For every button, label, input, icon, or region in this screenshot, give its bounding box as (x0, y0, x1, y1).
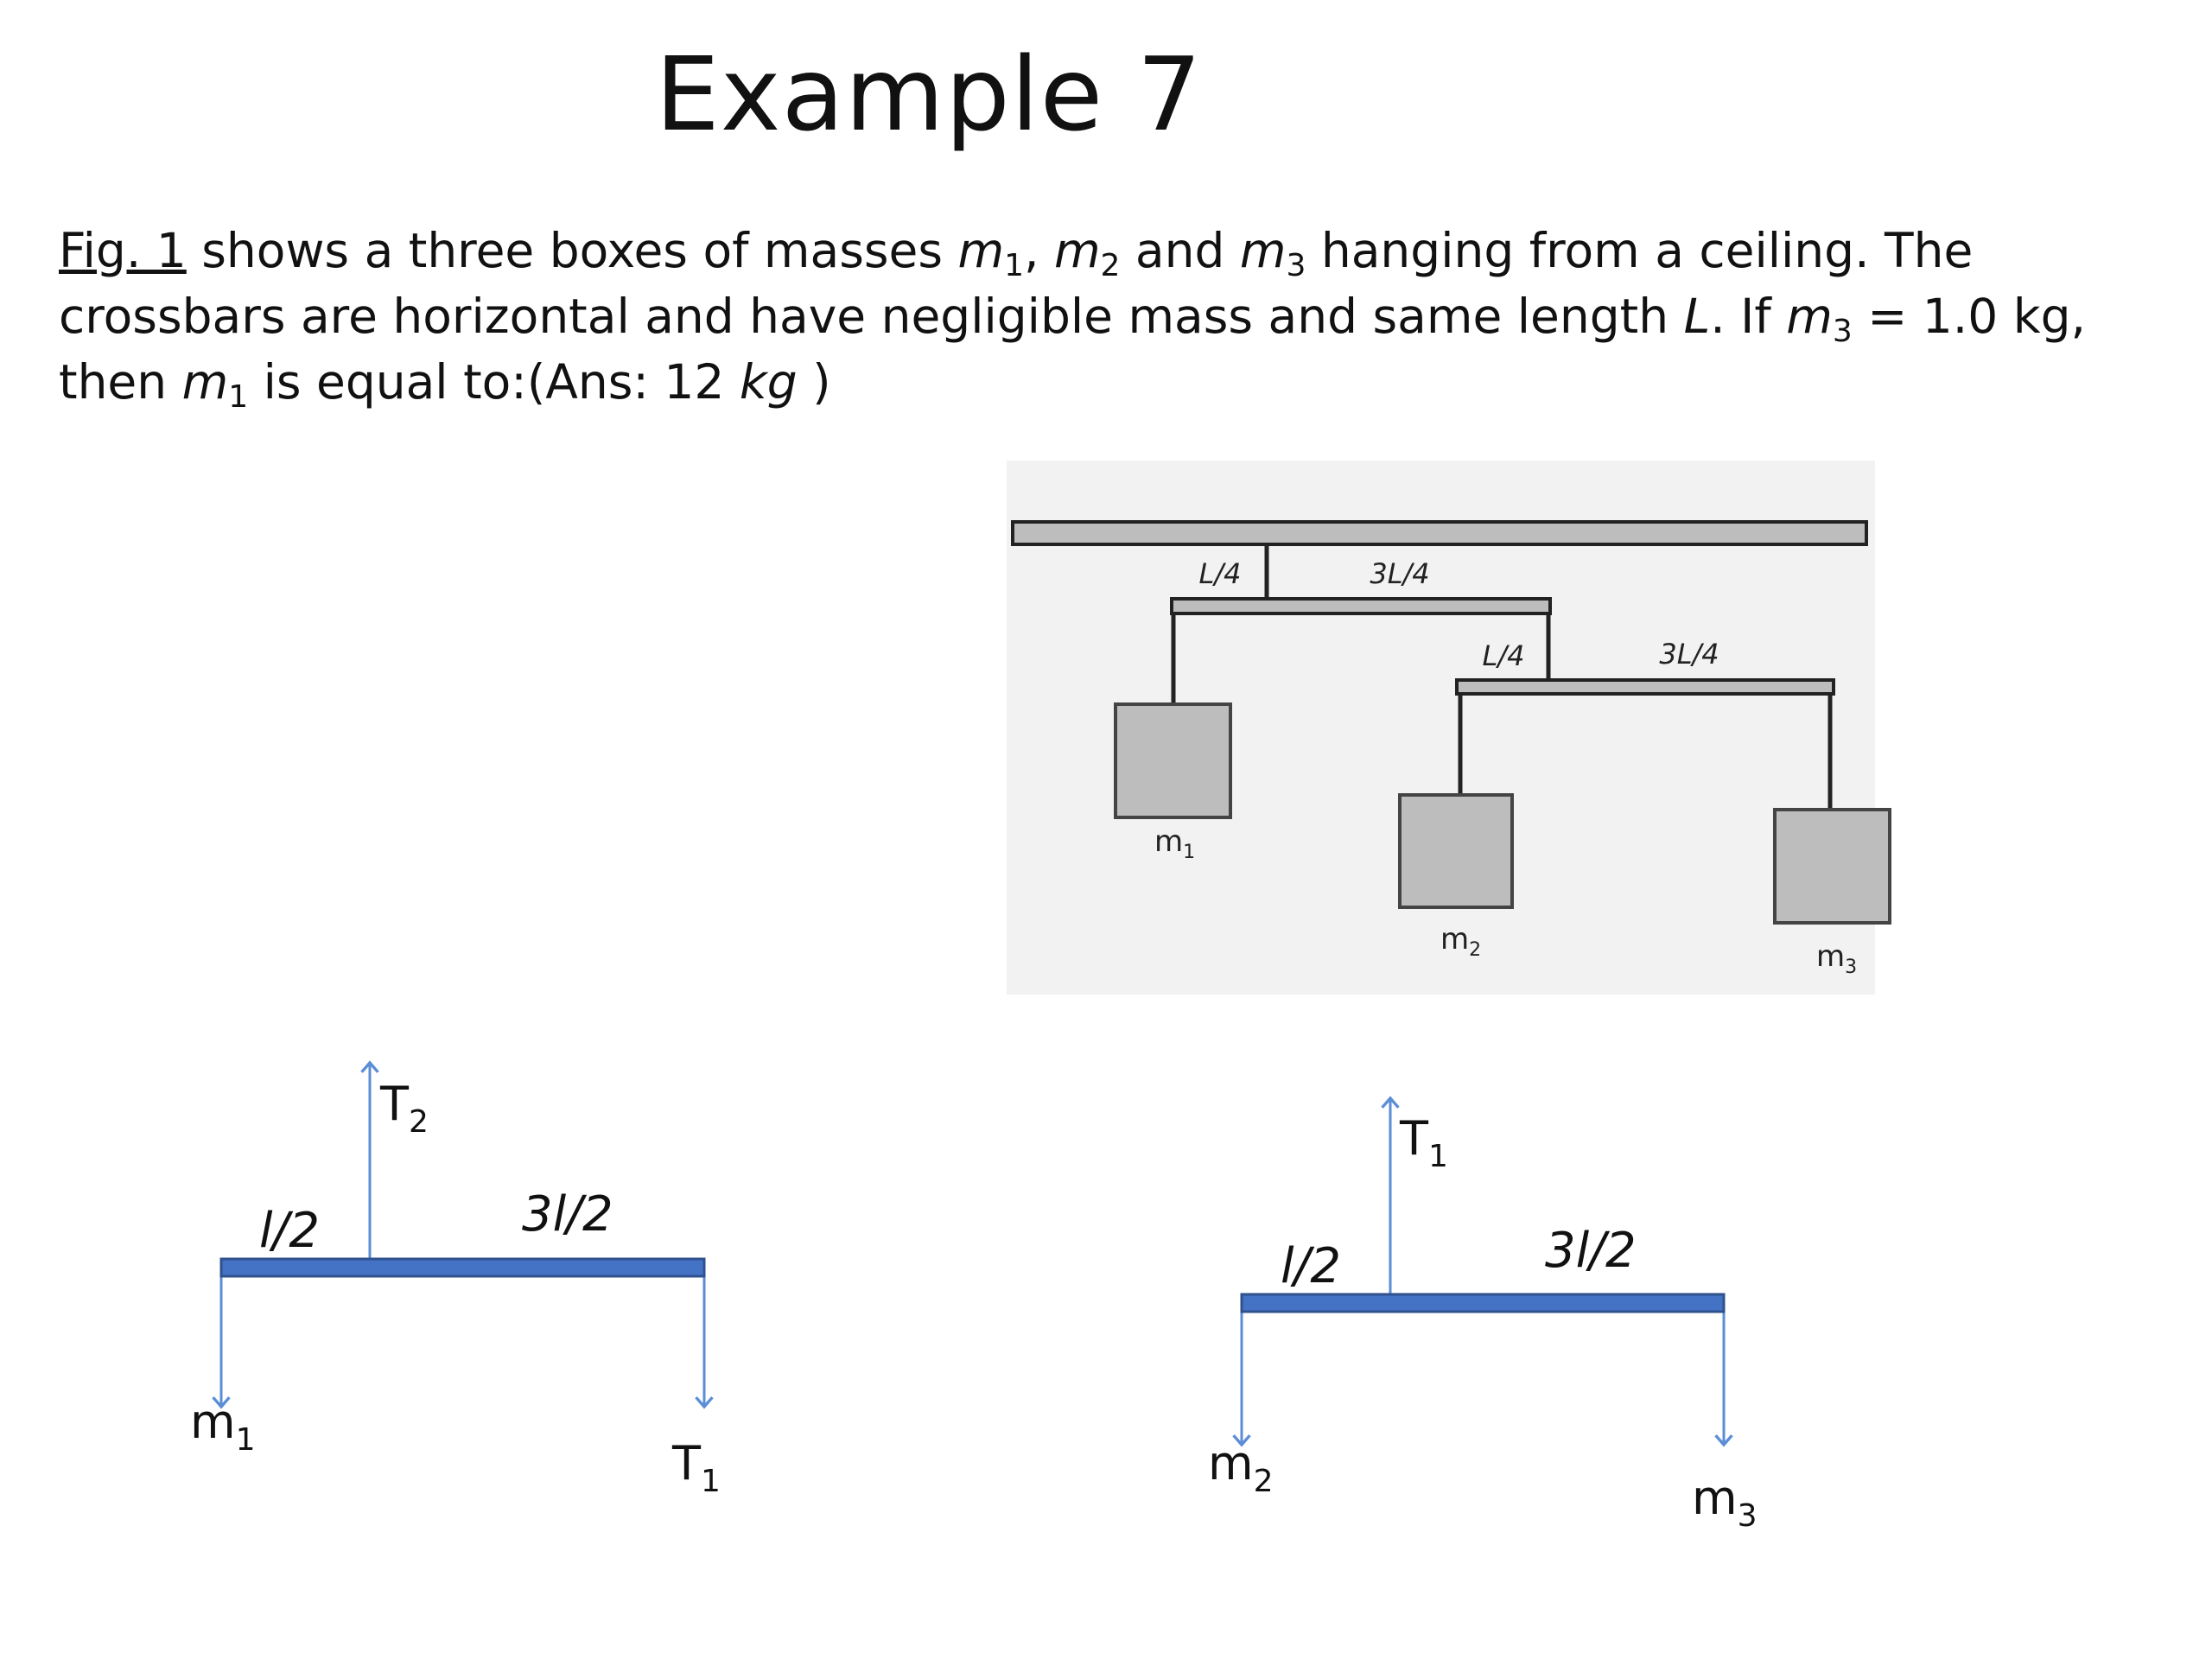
answer-unit: kg (739, 354, 798, 410)
label-m3-load-sub: 3 (1738, 1498, 1758, 1534)
label-t1-sub: 1 (1428, 1139, 1448, 1174)
label-m2: m2 (1440, 922, 1481, 961)
label-m1-load-text: m (190, 1395, 236, 1449)
label-m1: m1 (1154, 824, 1195, 863)
upper-crossbar (1170, 597, 1552, 615)
ceiling (1011, 520, 1868, 546)
label-m3-sub: 3 (1845, 957, 1857, 978)
label-lower-right-three-quarters: 3L/4 (1659, 638, 1719, 671)
problem-comma: , (1023, 223, 1054, 278)
figure-reference: Fig. 1 (59, 223, 187, 278)
label-m1-text: m (1154, 824, 1183, 859)
label-t1-load: T1 (671, 1436, 721, 1499)
label-lower-left-quarter: L/4 (1483, 639, 1525, 672)
label-m2-load: m2 (1208, 1436, 1274, 1499)
label-m3-text: m (1816, 939, 1845, 974)
label-lower-three-half-length: 3l/2 (1545, 1223, 1637, 1279)
label-top-right-three-quarters: 3L/4 (1370, 557, 1429, 590)
mass-m1-sub: 1 (1004, 248, 1024, 283)
problem-text-2: and (1120, 223, 1240, 278)
box-m1 (1114, 702, 1232, 819)
problem-text: Fig. 1 shows a three boxes of masses m1,… (59, 218, 2193, 415)
label-m2-sub: 2 (1469, 939, 1481, 961)
crossbar-lower (1240, 1293, 1726, 1313)
label-m3-load: m3 (1692, 1471, 1758, 1534)
mass-m3-given-sub: 3 (1832, 314, 1853, 349)
label-t1-load-text: T (671, 1436, 702, 1491)
mass-m1-asked-sub: 1 (228, 379, 249, 415)
label-left-half-length: l/2 (259, 1203, 320, 1259)
mass-m2-sub: 2 (1100, 248, 1121, 283)
label-m1-load: m1 (190, 1395, 256, 1458)
label-m1-load-sub: 1 (236, 1422, 256, 1458)
box-m3 (1773, 808, 1891, 925)
label-lower-half-length: l/2 (1281, 1238, 1341, 1294)
mass-m2: m (1053, 223, 1101, 278)
mass-m3-sub: 3 (1286, 248, 1306, 283)
label-m3: m3 (1816, 939, 1857, 978)
label-m1-sub: 1 (1183, 842, 1195, 863)
label-m2-load-sub: 2 (1254, 1464, 1274, 1499)
lower-crossbar (1455, 678, 1835, 696)
label-t2: T2 (379, 1077, 429, 1140)
label-t1-text: T (1399, 1111, 1429, 1166)
label-three-half-length: 3l/2 (522, 1186, 613, 1243)
box-m2 (1398, 793, 1514, 909)
crossbar-upper (219, 1257, 706, 1278)
hanging-masses-figure: L/4 3L/4 L/4 3L/4 m1 m2 m3 (1007, 461, 1891, 995)
free-body-diagram-lower-bar: T1 l/2 3l/2 m2 m3 (1208, 1096, 1758, 1534)
problem-text-4: . If (1710, 289, 1787, 344)
label-m3-load-text: m (1692, 1471, 1738, 1525)
problem-text-1: shows a three boxes of masses (186, 223, 958, 278)
problem-text-3: hanging from a ceiling. The crossbars ar… (59, 223, 1974, 344)
slide-title: Example 7 (655, 35, 1203, 154)
label-t2-sub: 2 (409, 1104, 429, 1140)
mass-m3: m (1239, 223, 1287, 278)
label-m2-load-text: m (1208, 1436, 1254, 1491)
label-m2-text: m (1440, 922, 1469, 957)
problem-text-6: is equal to:(Ans: 12 (248, 354, 740, 410)
label-t2-text: T (379, 1077, 410, 1131)
label-top-left-quarter: L/4 (1199, 557, 1242, 590)
problem-text-7: ) (797, 354, 831, 410)
problem-text-5: = 1.0 kg, then (59, 289, 2086, 410)
label-t1-load-sub: 1 (701, 1464, 721, 1499)
length-L: L (1683, 289, 1711, 344)
mass-m1-asked: m (181, 354, 229, 410)
label-t1: T1 (1399, 1111, 1448, 1174)
mass-m1: m (957, 223, 1005, 278)
mass-m3-given: m (1786, 289, 1833, 344)
free-body-diagram-upper-bar: T2 l/2 3l/2 m1 T1 (190, 1060, 721, 1499)
